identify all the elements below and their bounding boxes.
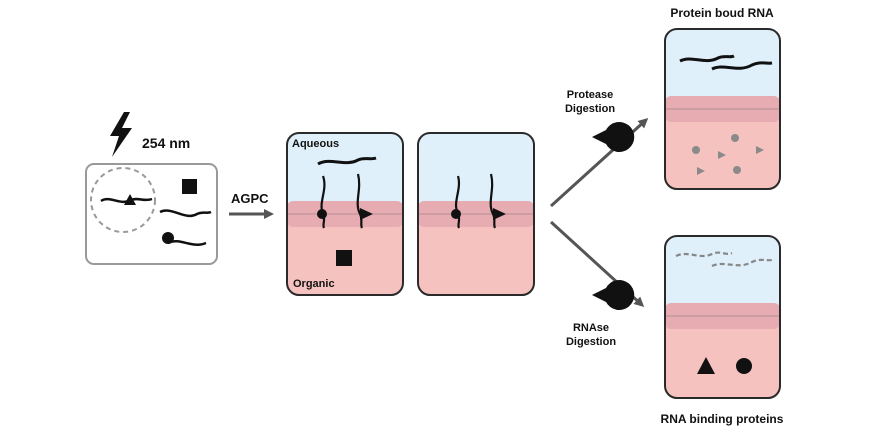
rnase-label-line1: RNAse (573, 322, 609, 334)
tube-aqueous-organic (286, 132, 404, 296)
protease-label-line2: Digestion (565, 103, 615, 115)
rna-binding-proteins-title: RNA binding proteins (661, 412, 784, 426)
tube-rna-binding-proteins (664, 235, 781, 399)
tube-protein-bound-rna (664, 28, 781, 190)
organic-label: Organic (293, 278, 335, 290)
agpc-label: AGPC (231, 191, 269, 206)
protein-square (182, 179, 197, 194)
sample-box (85, 163, 218, 265)
wavelength-label: 254 nm (142, 135, 190, 151)
protease-label-line1: Protease (567, 89, 613, 101)
protein-bound-rna-title: Protein boud RNA (670, 6, 774, 20)
pacman-enzyme-icon (592, 280, 635, 311)
tube-aqueous-phase-isolated (417, 132, 535, 296)
lightning-bolt-icon (110, 112, 132, 157)
protein-circle (162, 232, 174, 244)
aqueous-label: Aqueous (292, 138, 339, 150)
rnase-label-line2: Digestion (566, 336, 616, 348)
crosslink-zoom-circle (90, 167, 156, 233)
pacman-enzyme-icon (592, 122, 635, 152)
protein-triangle (124, 194, 136, 205)
